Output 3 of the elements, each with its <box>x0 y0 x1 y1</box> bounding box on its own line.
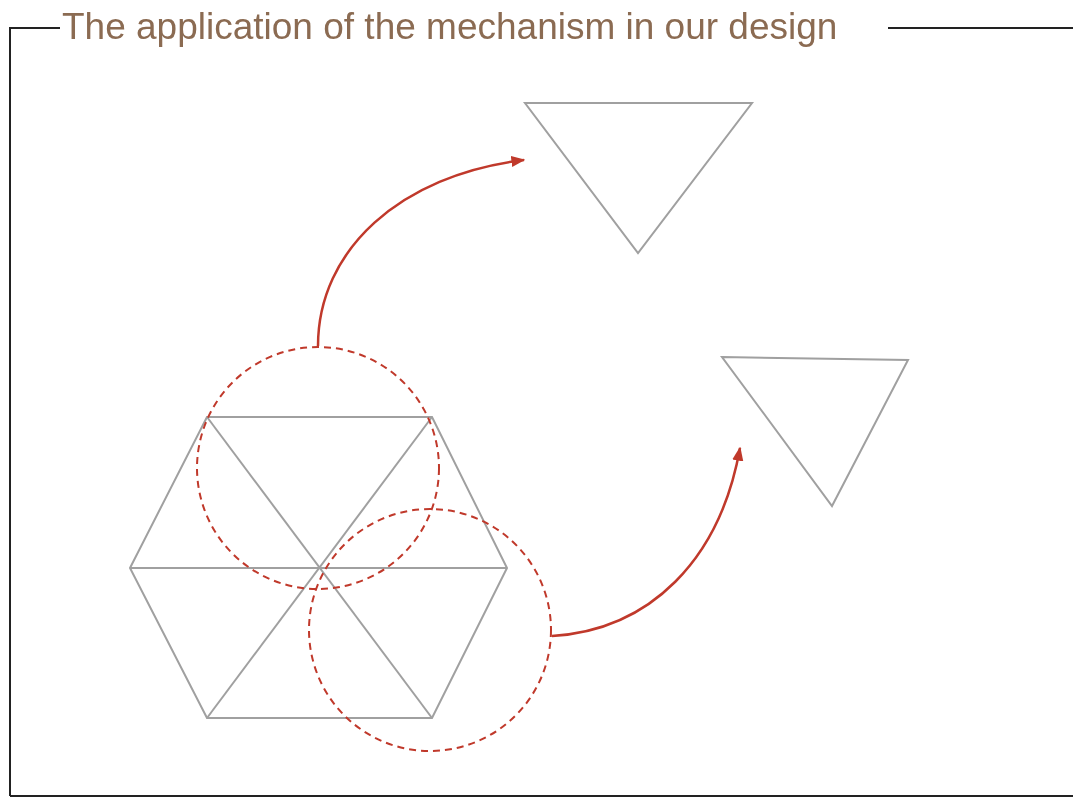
curved-arrow <box>316 156 526 347</box>
diagram-title: The application of the mechanism in our design <box>62 5 838 49</box>
curved-arrow <box>551 446 743 638</box>
